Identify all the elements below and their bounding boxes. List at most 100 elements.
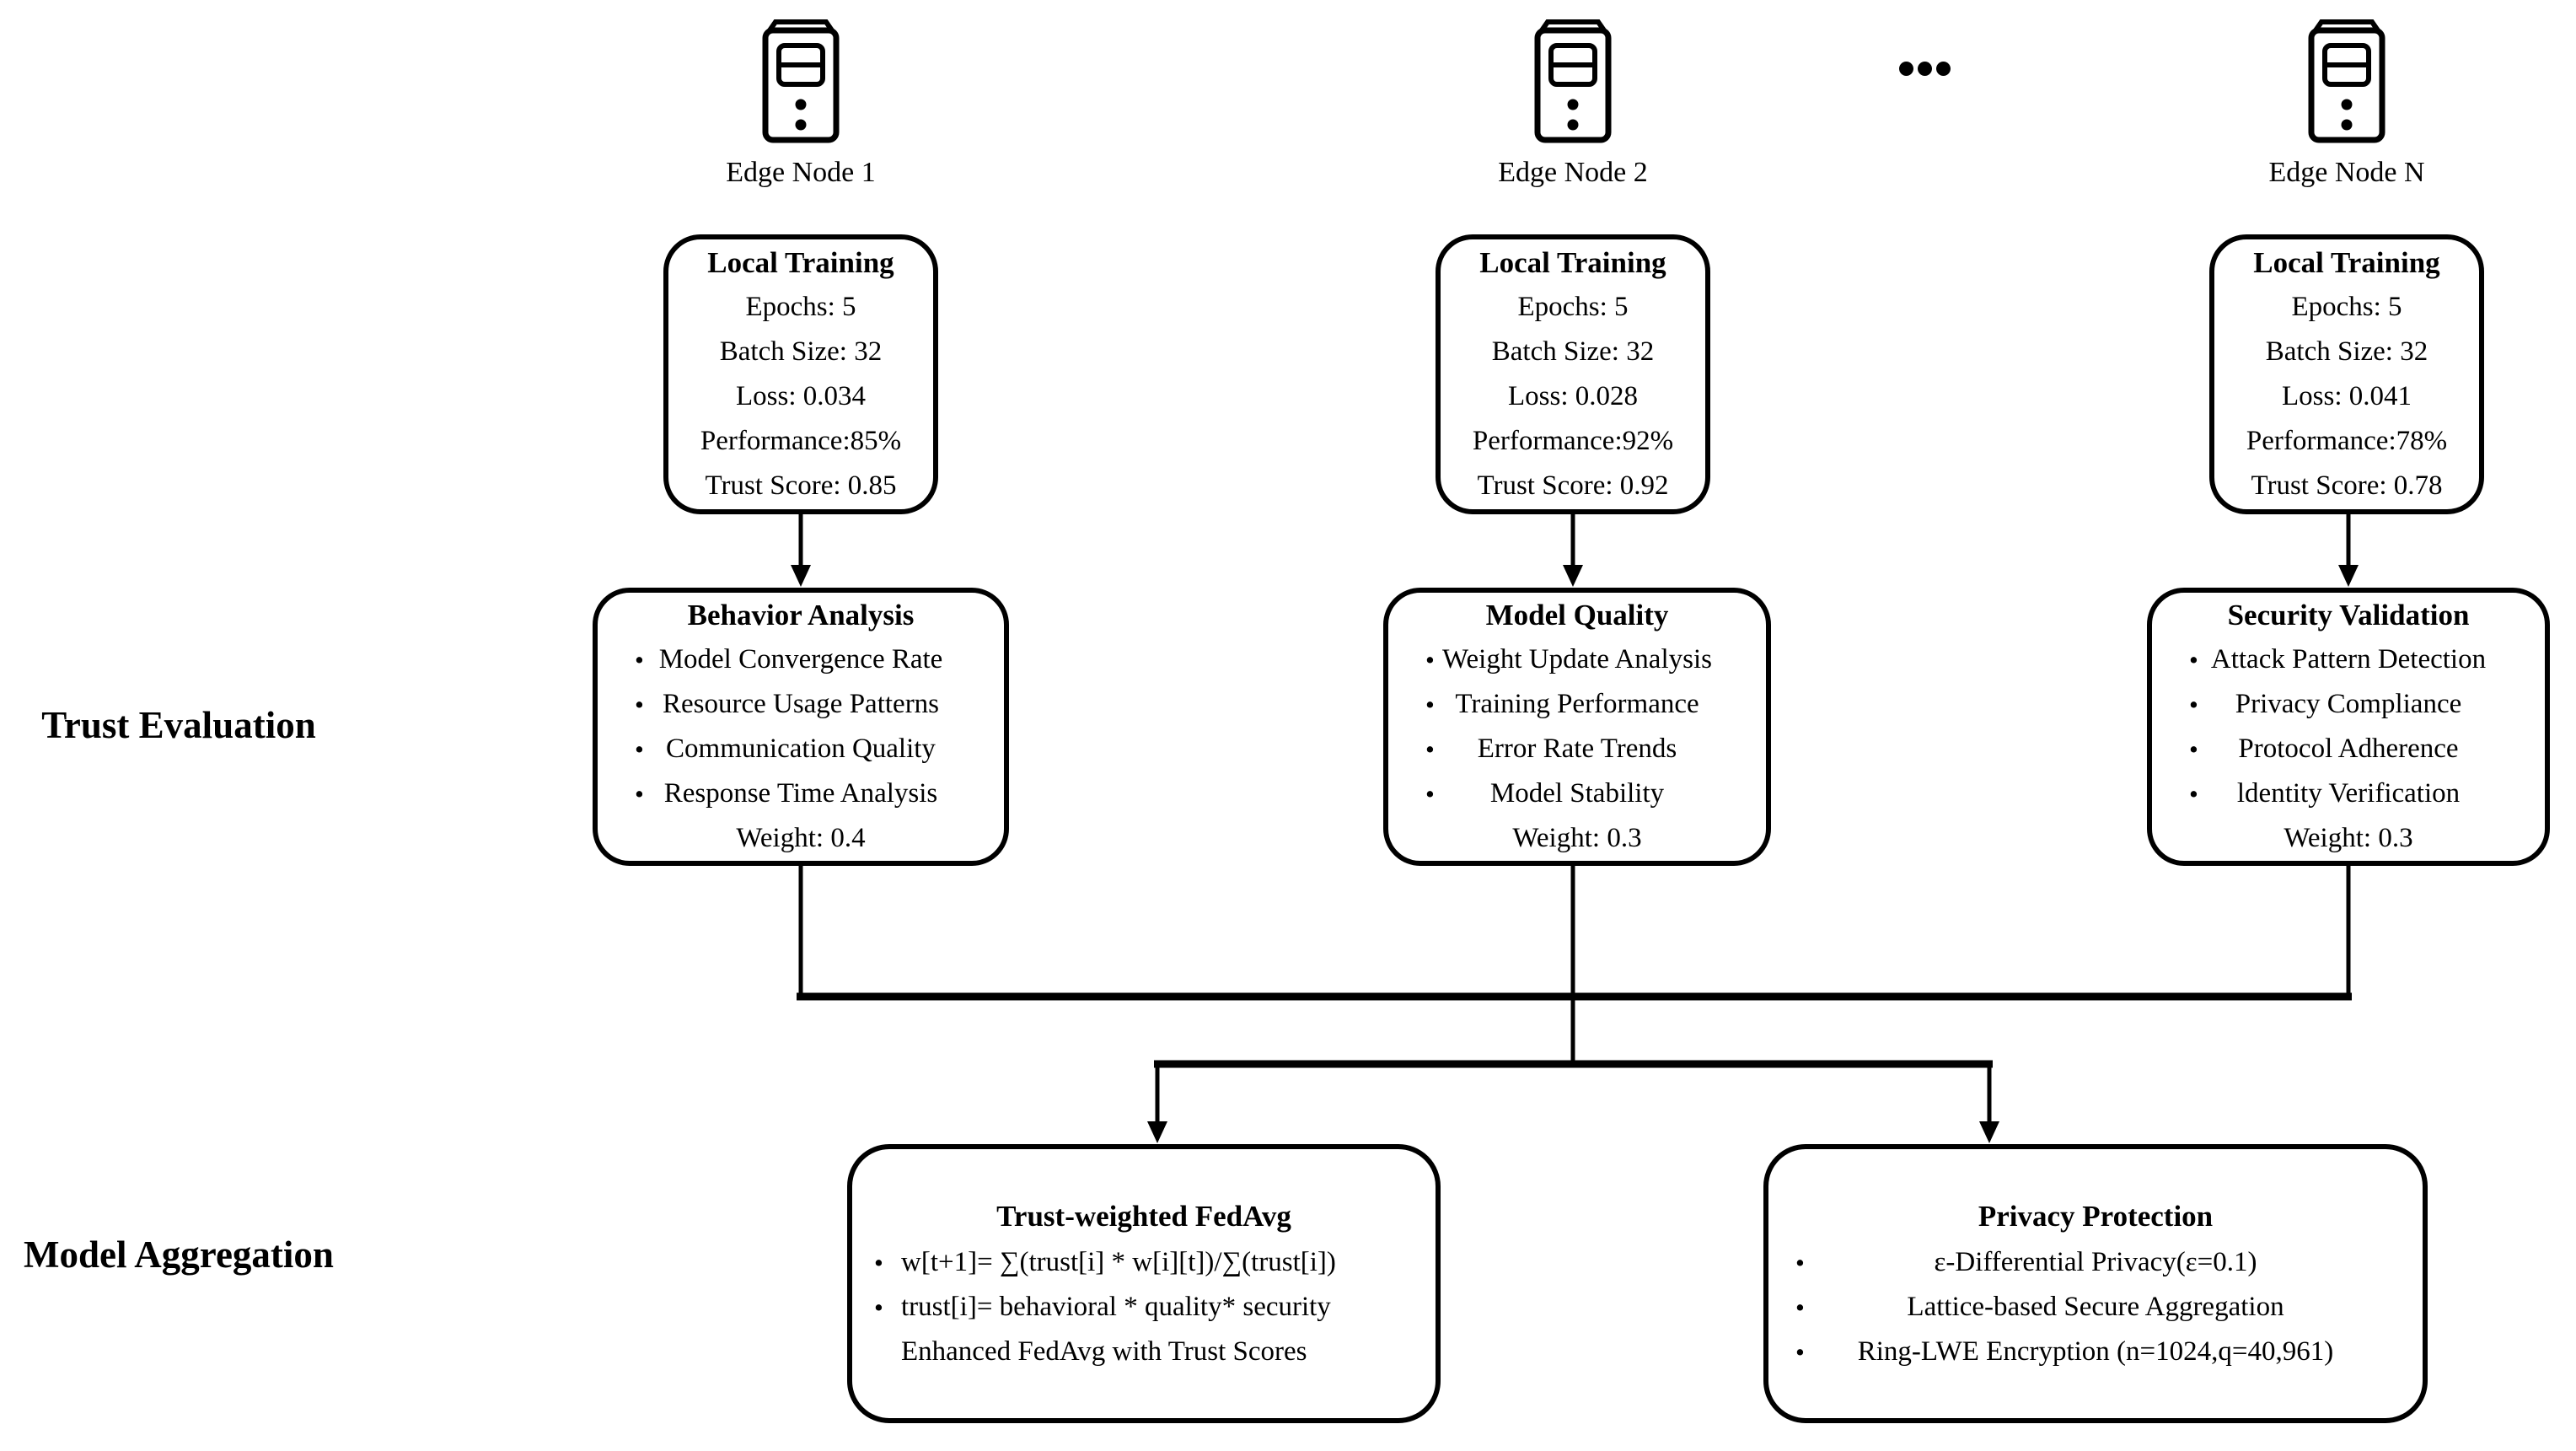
list-item: Model Convergence Rate <box>598 637 1004 682</box>
training-line: Batch Size: 32 <box>719 336 883 367</box>
box-title: Behavior Analysis <box>687 599 915 631</box>
node-label-1: Edge Node 1 <box>726 157 876 188</box>
weight-line: Weight: 0.3 <box>2284 823 2413 853</box>
list-item: Protocol Adherence <box>2152 727 2545 771</box>
bullet-icon <box>1425 771 1435 817</box>
list-item: Ring-LWE Encryption (n=1024,q=40,961) <box>1768 1330 2423 1374</box>
weight-line: Weight: 0.3 <box>1512 823 1642 853</box>
training-line: Loss: 0.041 <box>2281 381 2412 411</box>
bullet-icon <box>874 1240 883 1286</box>
local-training-box-1: Local Training Epochs: 5 Batch Size: 32 … <box>663 234 938 514</box>
list-item-text: trust[i]= behavioral * quality* security <box>901 1291 1331 1322</box>
trust-weighted-fedavg-box: Trust-weighted FedAvg w[t+1]= ∑(trust[i]… <box>847 1144 1441 1423</box>
list-item-text: Resource Usage Patterns <box>662 689 940 719</box>
box-title: Security Validation <box>2227 599 2470 631</box>
training-line: Trust Score: 0.85 <box>705 470 897 501</box>
bullet-icon <box>874 1285 883 1330</box>
training-line: Epochs: 5 <box>2291 292 2402 322</box>
training-line: Performance:92% <box>1472 426 1674 456</box>
training-line: Epochs: 5 <box>745 292 856 322</box>
list-item: Model Stability <box>1388 771 1766 816</box>
local-training-box-n: Local Training Epochs: 5 Batch Size: 32 … <box>2209 234 2484 514</box>
list-item-text: Protocol Adherence <box>2238 734 2459 764</box>
bullet-icon <box>1795 1285 1805 1330</box>
list-item-text: Ring-LWE Encryption (n=1024,q=40,961) <box>1857 1335 2334 1367</box>
bullet-icon <box>1795 1240 1805 1286</box>
behavior-analysis-box: Behavior Analysis Model Convergence Rate… <box>593 588 1009 866</box>
training-line: Performance:85% <box>700 426 902 456</box>
bullet-icon <box>1795 1330 1805 1375</box>
node-label-2: Edge Node 2 <box>1498 157 1648 188</box>
list-item-text: Weight Update Analysis <box>1442 644 1712 674</box>
training-line: Trust Score: 0.92 <box>1477 470 1669 501</box>
box-title: Local Training <box>1479 246 1666 279</box>
box-title: Local Training <box>707 246 894 279</box>
security-validation-box: Security Validation Attack Pattern Detec… <box>2147 588 2550 866</box>
node-label-n: Edge Node N <box>2268 157 2425 188</box>
list-item: ε-Differential Privacy(ε=0.1) <box>1768 1240 2423 1285</box>
list-item-text: Response Time Analysis <box>663 778 938 809</box>
arrow-node3-head <box>2338 565 2359 587</box>
list-item-text: Privacy Compliance <box>2235 689 2462 719</box>
list-item: trust[i]= behavioral * quality* security <box>852 1285 1436 1330</box>
list-item: Lattice-based Secure Aggregation <box>1768 1285 2423 1330</box>
list-item: w[t+1]= ∑(trust[i] * w[i][t])/∑(trust[i]… <box>852 1240 1436 1285</box>
training-line: Trust Score: 0.78 <box>2251 470 2443 501</box>
list-item: Response Time Analysis <box>598 771 1004 816</box>
server-icon <box>2308 19 2385 143</box>
box-title: Trust-weighted FedAvg <box>996 1199 1291 1233</box>
list-item-text: Lattice-based Secure Aggregation <box>1907 1291 2284 1322</box>
list-item: Communication Quality <box>598 727 1004 771</box>
list-item: Attack Pattern Detection <box>2152 637 2545 682</box>
server-icon <box>762 19 840 143</box>
box-title: Model Quality <box>1485 599 1669 631</box>
bullet-icon <box>635 637 644 683</box>
box-title: Privacy Protection <box>1978 1199 2214 1233</box>
list-item: ldentity Verification <box>2152 771 2545 816</box>
arrow-fedavg-head <box>1147 1121 1167 1143</box>
bullet-icon <box>1425 637 1435 683</box>
list-item: Error Rate Trends <box>1388 727 1766 771</box>
training-line: Loss: 0.028 <box>1507 381 1638 411</box>
training-line: Epochs: 5 <box>1517 292 1629 322</box>
ellipsis-icon <box>1899 62 1951 76</box>
list-item-text: Model Convergence Rate <box>658 644 943 674</box>
stage-label-trust-evaluation: Trust Evaluation <box>41 704 316 746</box>
bullet-icon <box>635 682 644 728</box>
bullet-icon <box>635 727 644 772</box>
training-line: Performance:78% <box>2246 426 2448 456</box>
bullet-icon <box>635 771 644 817</box>
list-item: Weight Update Analysis <box>1388 637 1766 682</box>
ellipsis-dot <box>1918 62 1932 76</box>
list-item: Resource Usage Patterns <box>598 682 1004 727</box>
server-icon <box>1534 19 1612 143</box>
list-item-text: Training Performance <box>1455 689 1699 719</box>
list-item-text: Model Stability <box>1489 778 1665 809</box>
local-training-box-2: Local Training Epochs: 5 Batch Size: 32 … <box>1436 234 1710 514</box>
list-item-text: ε-Differential Privacy(ε=0.1) <box>1934 1246 2257 1277</box>
list-item-text: Error Rate Trends <box>1477 734 1677 764</box>
list-item-text: Communication Quality <box>666 734 936 764</box>
box-title: Local Training <box>2253 246 2440 279</box>
training-line: Batch Size: 32 <box>2265 336 2428 367</box>
list-item: Training Performance <box>1388 682 1766 727</box>
bullet-icon <box>2189 771 2198 817</box>
privacy-protection-box: Privacy Protection ε-Differential Privac… <box>1763 1144 2428 1423</box>
bullet-icon <box>2189 682 2198 728</box>
list-item: Privacy Compliance <box>2152 682 2545 727</box>
model-quality-box: Model Quality Weight Update Analysis Tra… <box>1383 588 1771 866</box>
bullet-icon <box>2189 727 2198 772</box>
training-line: Batch Size: 32 <box>1491 336 1655 367</box>
fedavg-footer-line: Enhanced FedAvg with Trust Scores <box>901 1335 1307 1367</box>
list-item-text: ldentity Verification <box>2236 778 2461 809</box>
bullet-icon <box>1425 727 1435 772</box>
arrow-privacy-head <box>1979 1121 1999 1143</box>
ellipsis-dot <box>1899 62 1913 76</box>
bullet-icon <box>1425 682 1435 728</box>
ellipsis-dot <box>1936 62 1951 76</box>
arrow-node1-head <box>791 565 811 587</box>
bullet-icon <box>2189 637 2198 683</box>
stage-label-model-aggregation: Model Aggregation <box>24 1233 334 1276</box>
